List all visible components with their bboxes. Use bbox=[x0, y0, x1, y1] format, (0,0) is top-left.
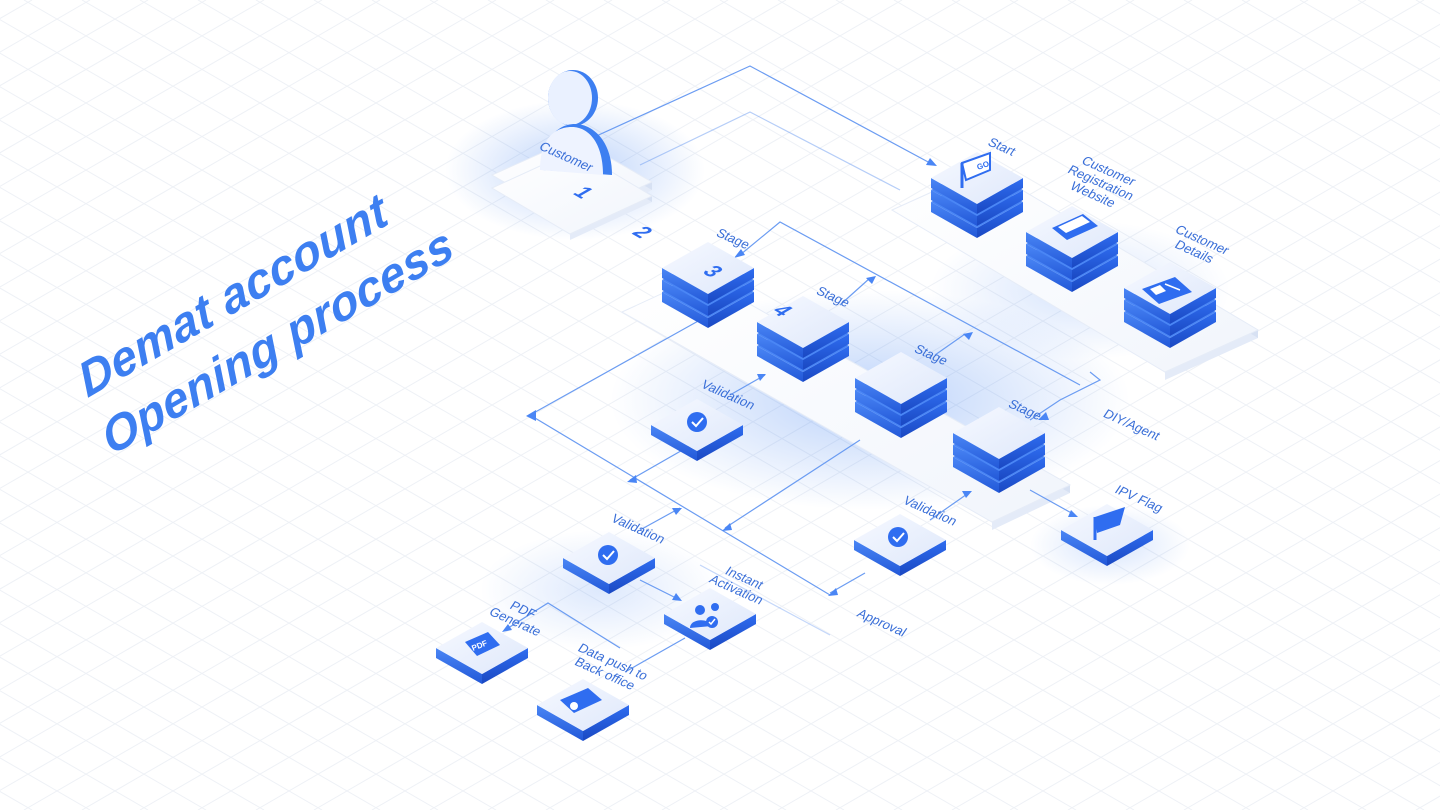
customer-figure bbox=[540, 70, 612, 175]
arrowheads bbox=[502, 158, 1078, 632]
start-tile bbox=[931, 152, 1023, 238]
line-customer-back bbox=[639, 111, 901, 191]
details-tile bbox=[1124, 262, 1216, 348]
flag-icon bbox=[1093, 507, 1125, 540]
line-stage-3-4 bbox=[934, 333, 966, 356]
line-stage-2-3 bbox=[839, 277, 871, 306]
arrow-validation-top bbox=[627, 475, 637, 483]
arrow-stage3 bbox=[963, 332, 973, 340]
tiles bbox=[436, 152, 1216, 741]
folder-gear-icon bbox=[560, 688, 602, 713]
stage-3-tile bbox=[855, 352, 947, 438]
ipv-flag-tile bbox=[1061, 504, 1153, 566]
stage-4-tile bbox=[953, 407, 1045, 493]
line-pdf bbox=[504, 602, 621, 649]
arrow-validation-top2 bbox=[757, 374, 766, 381]
stage-1-tile bbox=[662, 242, 754, 328]
line-activation bbox=[639, 579, 681, 601]
id-card-icon bbox=[1142, 277, 1192, 304]
arrow-pdf bbox=[502, 624, 512, 632]
arrow-stage2 bbox=[866, 276, 876, 284]
registration-tile bbox=[1026, 206, 1118, 292]
pdf-file-icon: PDF bbox=[465, 632, 500, 656]
arrow-ipv bbox=[1068, 510, 1078, 517]
arrow-left bbox=[526, 410, 536, 421]
stage-2-tile bbox=[757, 296, 849, 382]
arrow-stage1 bbox=[734, 249, 745, 258]
line-validation-right-up bbox=[929, 491, 971, 521]
arrow-validation-left bbox=[672, 508, 682, 515]
verified-badge-icon bbox=[687, 412, 707, 432]
arrow-stage4 bbox=[1038, 412, 1049, 420]
line-customer-start bbox=[591, 65, 931, 164]
line-validation-left-up bbox=[639, 507, 681, 531]
line-stage-1-2 bbox=[739, 221, 1081, 386]
go-flag-icon: GO bbox=[960, 151, 991, 188]
line-stage-4-diy bbox=[1029, 371, 1102, 421]
verified-badge-icon bbox=[888, 527, 908, 547]
svg-text:GO: GO bbox=[976, 159, 991, 172]
instant-activation-tile bbox=[664, 588, 756, 650]
line-approval-tail bbox=[699, 564, 831, 636]
arrow-activation bbox=[672, 593, 682, 601]
verified-badge-icon bbox=[598, 545, 618, 565]
line-backoffice bbox=[624, 637, 686, 673]
backoffice-tile bbox=[537, 679, 629, 741]
line-stage4-ipv bbox=[1029, 489, 1076, 516]
website-icon bbox=[1052, 214, 1098, 240]
arrow-approval bbox=[828, 588, 838, 596]
line-stage3-down bbox=[724, 439, 861, 529]
users-check-icon bbox=[690, 603, 719, 628]
arrow-start bbox=[926, 158, 937, 166]
arrow-validation-right bbox=[962, 491, 972, 498]
arrow-stage3-down bbox=[722, 523, 732, 531]
